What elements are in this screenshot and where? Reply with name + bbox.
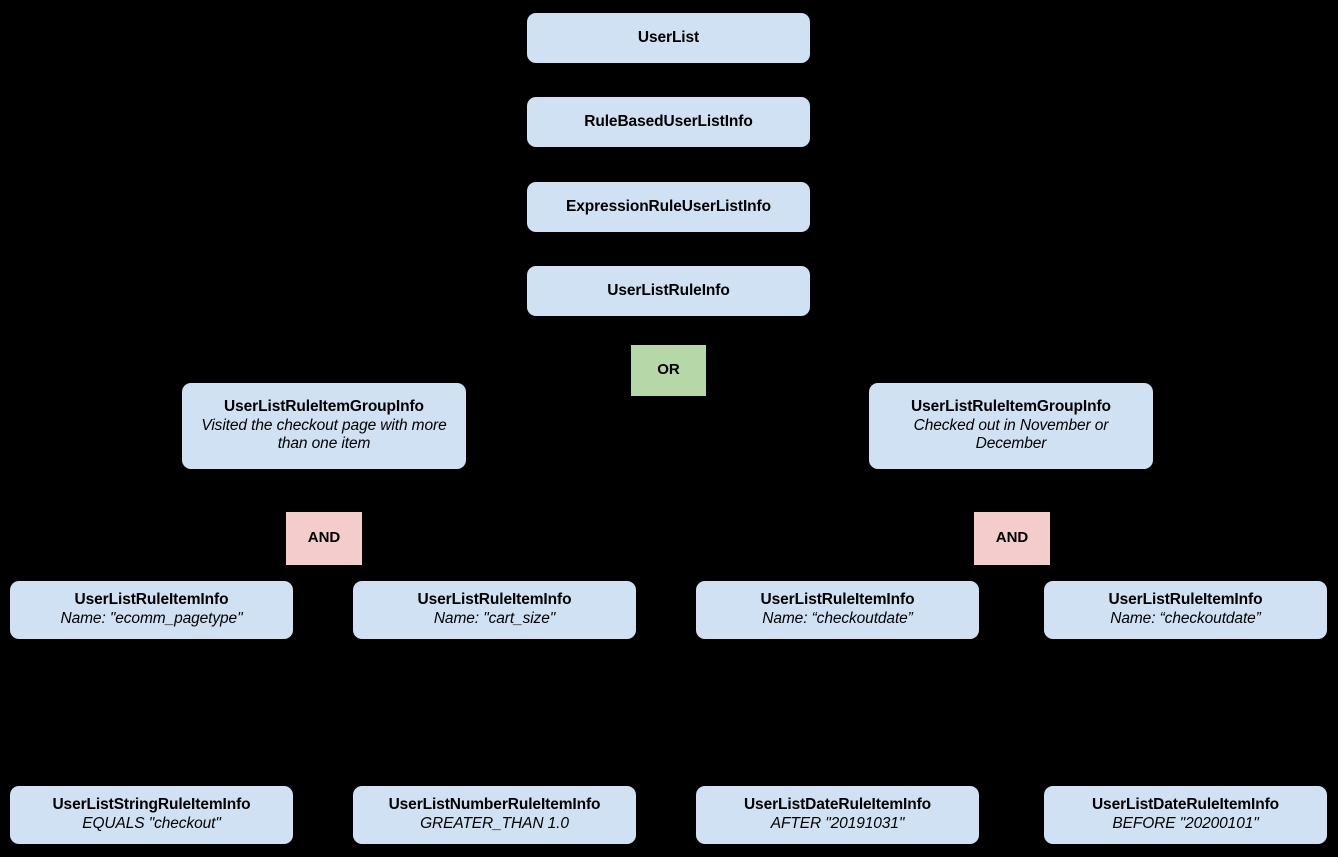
- node-group-right-subtitle: Checked out in November or December: [913, 416, 1109, 453]
- edge-group-right-to-and-right: [1005, 468, 1018, 514]
- node-leaf-1-title: UserListStringRuleItemInfo: [52, 796, 251, 814]
- node-or[interactable]: OR: [631, 345, 706, 396]
- node-userlist-title: UserList: [637, 28, 700, 46]
- node-and-right-title: AND: [995, 529, 1029, 547]
- node-leaf-3-subtitle: AFTER "20191031": [770, 815, 905, 832]
- node-userlist[interactable]: UserList: [527, 13, 810, 63]
- node-item-3-title: UserListRuleItemInfo: [760, 591, 915, 609]
- node-leaf-4-subtitle: BEFORE "20200101": [1112, 815, 1259, 832]
- node-leaf-1-subtitle: EQUALS "checkout": [82, 815, 221, 832]
- node-and-left[interactable]: AND: [286, 512, 362, 565]
- node-item-3-subtitle: Name: “checkoutdate”: [762, 610, 913, 627]
- node-item-2-subtitle: Name: "cart_size": [433, 610, 556, 627]
- node-or-title: OR: [657, 361, 680, 379]
- node-group-right-title: UserListRuleItemGroupInfo: [911, 397, 1111, 415]
- edge-and-right-to-item-3: [831, 564, 1013, 583]
- node-item-4-title: UserListRuleItemInfo: [1108, 591, 1263, 609]
- edge-and-left-to-item-1: [145, 564, 325, 583]
- node-expression-title: ExpressionRuleUserListInfo: [566, 197, 771, 215]
- node-group-left-title: UserListRuleItemGroupInfo: [224, 397, 424, 415]
- node-item-1-title: UserListRuleItemInfo: [74, 591, 229, 609]
- node-expression[interactable]: ExpressionRuleUserListInfo: [527, 182, 810, 232]
- node-leaf-3-title: UserListDateRuleItemInfo: [743, 796, 932, 814]
- edge-and-right-to-item-4: [1011, 564, 1192, 583]
- node-item-2-title: UserListRuleItemInfo: [417, 591, 572, 609]
- node-ruleinfo-title: UserListRuleInfo: [607, 281, 730, 299]
- node-leaf-2-title: UserListNumberRuleItemInfo: [388, 796, 601, 814]
- node-leaf-2-subtitle: GREATER_THAN 1.0: [420, 815, 569, 832]
- node-and-right[interactable]: AND: [974, 512, 1050, 565]
- node-rulebased-title: RuleBasedUserListInfo: [584, 112, 753, 130]
- node-item-1-subtitle: Name: "ecomm_pagetype": [60, 610, 243, 627]
- node-ruleinfo[interactable]: UserListRuleInfo: [527, 266, 810, 316]
- edge-and-left-to-item-2: [323, 564, 501, 583]
- node-item-4-subtitle: Name: “checkoutdate”: [1110, 610, 1261, 627]
- node-group-left-subtitle: Visited the checkout page with more than…: [201, 416, 447, 453]
- node-and-left-title: AND: [307, 529, 341, 547]
- node-rulebased[interactable]: RuleBasedUserListInfo: [527, 97, 810, 147]
- node-leaf-4-title: UserListDateRuleItemInfo: [1091, 796, 1280, 814]
